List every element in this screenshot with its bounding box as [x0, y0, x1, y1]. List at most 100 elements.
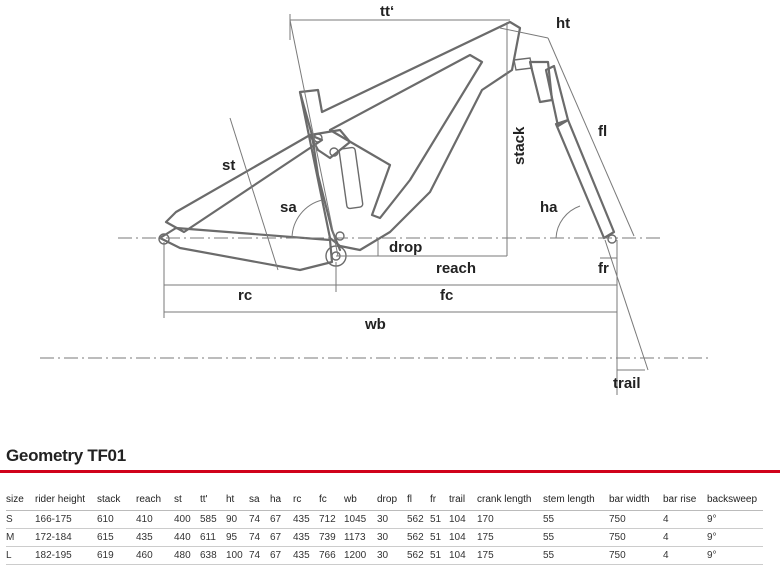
label-ht: ht: [556, 15, 570, 32]
table-cell: 95: [226, 528, 249, 547]
label-fr: fr: [598, 260, 609, 277]
col-backsweep: backsweep: [707, 492, 763, 511]
table-cell: 750: [609, 546, 663, 565]
table-cell: 435: [136, 528, 174, 547]
col-crank-length: crank length: [477, 492, 543, 511]
head-angle-arc: [555, 205, 581, 239]
table-cell: 766: [319, 546, 344, 565]
table-cell: 440: [174, 528, 200, 547]
geometry-table: size rider height stack reach st tt' ht …: [6, 492, 763, 565]
table-cell: 55: [543, 528, 609, 547]
table-cell: 30: [377, 510, 407, 529]
table-cell: 9°: [707, 546, 763, 565]
table-cell: 90: [226, 510, 249, 529]
table-cell: 619: [97, 546, 136, 565]
col-fc: fc: [319, 492, 344, 511]
label-stack: stack: [511, 126, 528, 165]
table-cell: 562: [407, 528, 430, 547]
table-cell: 9°: [707, 528, 763, 547]
label-st: st: [222, 157, 235, 174]
table-cell: 1200: [344, 546, 377, 565]
table-cell: L: [6, 546, 35, 565]
bike-geometry-diagram: tt‘ ht stack fl st sa ha drop reach fr r…: [40, 3, 710, 395]
table-cell: 435: [293, 510, 319, 529]
table-cell: 67: [270, 528, 293, 547]
table-cell: 410: [136, 510, 174, 529]
dimension-labels: tt‘ ht stack fl st sa ha drop reach fr r…: [222, 3, 641, 392]
col-rider-height: rider height: [35, 492, 97, 511]
table-cell: 175: [477, 546, 543, 565]
table-cell: 610: [97, 510, 136, 529]
label-wb: wb: [364, 316, 386, 333]
table-cell: 104: [449, 546, 477, 565]
table-cell: 74: [249, 510, 270, 529]
table-cell: 170: [477, 510, 543, 529]
table-cell: 74: [249, 546, 270, 565]
table-cell: 9°: [707, 510, 763, 529]
table-cell: 435: [293, 546, 319, 565]
label-fc: fc: [440, 287, 453, 304]
shock: [338, 146, 364, 210]
col-fr: fr: [430, 492, 449, 511]
table-cell: 30: [377, 546, 407, 565]
table-cell: 4: [663, 510, 707, 529]
table-cell: 435: [293, 528, 319, 547]
frame-outline: [158, 20, 522, 272]
table-cell: 74: [249, 528, 270, 547]
col-reach: reach: [136, 492, 174, 511]
table-cell: 750: [609, 528, 663, 547]
table-title: Geometry TF01: [6, 446, 126, 465]
table-cell: 175: [477, 528, 543, 547]
table-cell: M: [6, 528, 35, 547]
table-cell: 104: [449, 528, 477, 547]
table-header-row: size rider height stack reach st tt' ht …: [6, 492, 763, 511]
table-cell: 1173: [344, 528, 377, 547]
col-trail: trail: [449, 492, 477, 511]
col-tt: tt': [200, 492, 226, 511]
label-ha: ha: [540, 199, 558, 216]
seat-angle-arc: [291, 199, 323, 239]
col-size: size: [6, 492, 35, 511]
dimension-lines: [40, 14, 710, 395]
col-stack: stack: [97, 492, 136, 511]
col-st: st: [174, 492, 200, 511]
fork: [513, 57, 617, 244]
title-underline: [0, 470, 780, 473]
label-sa: sa: [280, 199, 297, 216]
table-cell: 67: [270, 510, 293, 529]
table-cell: 400: [174, 510, 200, 529]
table-cell: 739: [319, 528, 344, 547]
table-cell: 104: [449, 510, 477, 529]
col-ha: ha: [270, 492, 293, 511]
col-drop: drop: [377, 492, 407, 511]
table-cell: 100: [226, 546, 249, 565]
table-cell: 1045: [344, 510, 377, 529]
front-axle: [607, 234, 617, 244]
label-trail: trail: [613, 375, 641, 392]
table-cell: 30: [377, 528, 407, 547]
table-cell: 562: [407, 510, 430, 529]
label-tt: tt‘: [380, 3, 394, 20]
col-ht: ht: [226, 492, 249, 511]
table-cell: 172-184: [35, 528, 97, 547]
table-cell: 166-175: [35, 510, 97, 529]
table-cell: 615: [97, 528, 136, 547]
table-cell: 55: [543, 546, 609, 565]
table-cell: 562: [407, 546, 430, 565]
table-cell: 51: [430, 510, 449, 529]
table-cell: 51: [430, 528, 449, 547]
col-bar-rise: bar rise: [663, 492, 707, 511]
label-fl: fl: [598, 123, 607, 140]
table-cell: 480: [174, 546, 200, 565]
table-cell: 611: [200, 528, 226, 547]
table-cell: 182-195: [35, 546, 97, 565]
label-rc: rc: [238, 287, 252, 304]
col-bar-width: bar width: [609, 492, 663, 511]
table-cell: 67: [270, 546, 293, 565]
col-sa: sa: [249, 492, 270, 511]
label-drop: drop: [389, 239, 422, 256]
table-cell: 55: [543, 510, 609, 529]
